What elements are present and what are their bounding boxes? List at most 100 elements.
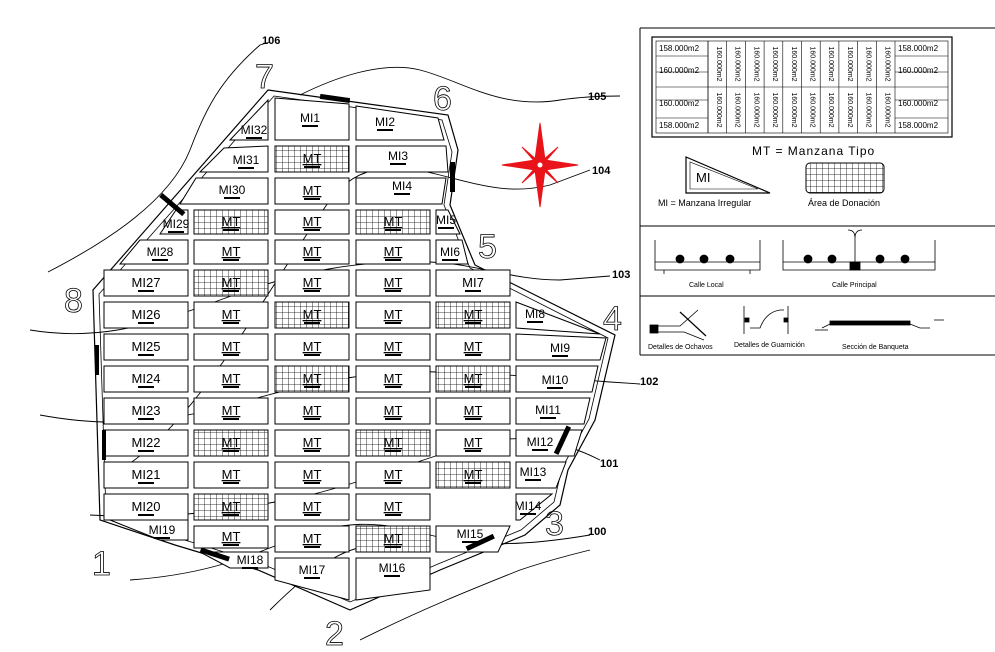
block-4-4: MT [435, 397, 511, 425]
lot-area-label: 160.000m2 [771, 92, 778, 127]
block-0-4: MI7 [435, 269, 511, 297]
block-mi28: MI28 [118, 239, 189, 265]
banqueta-detail [815, 319, 944, 331]
block-mt-extra-5-label: MT [222, 244, 241, 259]
block-5-2: MT [274, 429, 350, 457]
block-mi6-label: MI6 [440, 245, 460, 259]
block-mi17: MI17 [274, 557, 350, 601]
block-0-1-label: MT [222, 275, 241, 290]
block-5-3-label: MT [384, 435, 403, 450]
block-5-4-label: MT [464, 435, 483, 450]
block-mt-extra-6-label: MT [303, 244, 322, 259]
block-mt-extra-3: MT [274, 209, 350, 235]
block-mt-extra-0: MT [274, 145, 350, 173]
block-4-2-label: MT [303, 403, 322, 418]
block-mi16: MI16 [355, 557, 431, 601]
block-2-3-label: MT [384, 339, 403, 354]
block-mt-extra-4-label: MT [384, 214, 403, 229]
block-mt-extra-10-label: MT [384, 531, 403, 546]
lot-area-label: 160.000m2 [771, 46, 778, 81]
contour-label-100: 100 [588, 526, 606, 538]
block-1-1: MT [193, 301, 269, 329]
ochavos-detail [649, 309, 707, 341]
block-3-2: MT [274, 365, 350, 393]
contour-label-101: 101 [600, 458, 618, 470]
lot-area-label: 160.000m2 [752, 92, 759, 127]
donation-caption: Área de Donación [808, 198, 880, 208]
vertex-3: 3 [545, 505, 564, 543]
guarnicion-detail [743, 306, 789, 334]
contour-100-c [359, 549, 591, 641]
banqueta-label: Sección de Banqueta [842, 344, 909, 351]
block-0-4-label: MI7 [462, 275, 484, 290]
block-0-2: MT [274, 269, 350, 297]
block-5-2-label: MT [303, 435, 322, 450]
block-mi2-label: MI2 [375, 115, 395, 129]
contour-label-105: 105 [588, 91, 606, 103]
block-mt-extra-1-label: MT [303, 183, 322, 198]
block-6-1-label: MT [222, 467, 241, 482]
block-1-0-label: MI26 [132, 307, 161, 322]
block-4-0: MI23 [103, 397, 189, 425]
block-mi14-label: MI14 [515, 499, 542, 513]
block-7-0: MI20 [103, 493, 189, 521]
vertex-7: 7 [255, 58, 274, 96]
block-5-0: MI22 [103, 429, 189, 457]
lot-area-label: 160.000m2 [883, 92, 890, 127]
block-mi2: MI2 [355, 105, 445, 141]
block-5-1: MT [193, 429, 269, 457]
block-2-4-label: MT [464, 339, 483, 354]
block-3-4-label: MT [464, 371, 483, 386]
mi-caption: MI = Manzana Irregular [658, 198, 751, 208]
block-2-0-label: MI25 [132, 339, 161, 354]
block-7-3: MT [355, 493, 431, 521]
block-6-4-label: MT [464, 467, 483, 482]
block-mt-extra-2-label: MT [222, 214, 241, 229]
block-mt-extra-8: MT [193, 525, 269, 549]
donation-symbol [805, 162, 885, 194]
lot-area-label: 160.000m2 [846, 46, 853, 81]
block-mt-extra-9-label: MT [303, 531, 322, 546]
contour-100 [129, 523, 591, 581]
block-2-1-label: MT [222, 339, 241, 354]
block-1-0: MI26 [103, 301, 189, 329]
block-mt-extra-9: MT [274, 525, 350, 553]
block-mt-extra-10: MT [355, 525, 431, 553]
block-0-0-label: MI27 [132, 275, 161, 290]
block-mi12-label: MI12 [527, 435, 554, 449]
lot-area-label: 160.000m2 [883, 46, 890, 81]
block-mi1: MI1 [274, 97, 350, 141]
block-mi10: MI10 [515, 365, 599, 393]
block-mt-extra-0-label: MT [303, 151, 322, 166]
contour-label-104: 104 [592, 165, 611, 177]
block-0-3-label: MT [384, 275, 403, 290]
block-mi30: MI30 [179, 177, 269, 205]
block-3-4: MT [435, 365, 511, 393]
lot-area-label: 160.000m2 [865, 46, 872, 81]
block-1-2: MT [274, 301, 350, 329]
contour-label-102: 102 [640, 376, 658, 388]
lot-area-label: 160.000m2 [827, 92, 834, 127]
block-mt-extra-5: MT [193, 239, 269, 265]
contour-labels: 106 105 104 103 102 101 100 [262, 35, 658, 538]
lot-area-label: 160.000m2 [715, 92, 722, 127]
block-mi17-label: MI17 [299, 563, 326, 577]
block-2-1: MT [193, 333, 269, 361]
block-4-1-label: MT [222, 403, 241, 418]
block-mi8-label: MI8 [525, 307, 545, 321]
block-0-3: MT [355, 269, 431, 297]
block-3-0-label: MI24 [132, 371, 161, 386]
block-3-3-label: MT [384, 371, 403, 386]
block-1-4-label: MT [464, 307, 483, 322]
guarnicion-label: Detalles de Guarnición [734, 342, 805, 349]
block-4-2: MT [274, 397, 350, 425]
block-mi5-label: MI5 [436, 213, 456, 227]
block-mi28-label: MI28 [147, 245, 174, 259]
block-mi15-label: MI15 [457, 527, 484, 541]
block-mi9-label: MI9 [550, 341, 570, 355]
lot-area-label: 160.000m2 [790, 46, 797, 81]
block-2-2: MT [274, 333, 350, 361]
block-5-4: MT [435, 429, 511, 457]
block-3-0: MI24 [103, 365, 189, 393]
